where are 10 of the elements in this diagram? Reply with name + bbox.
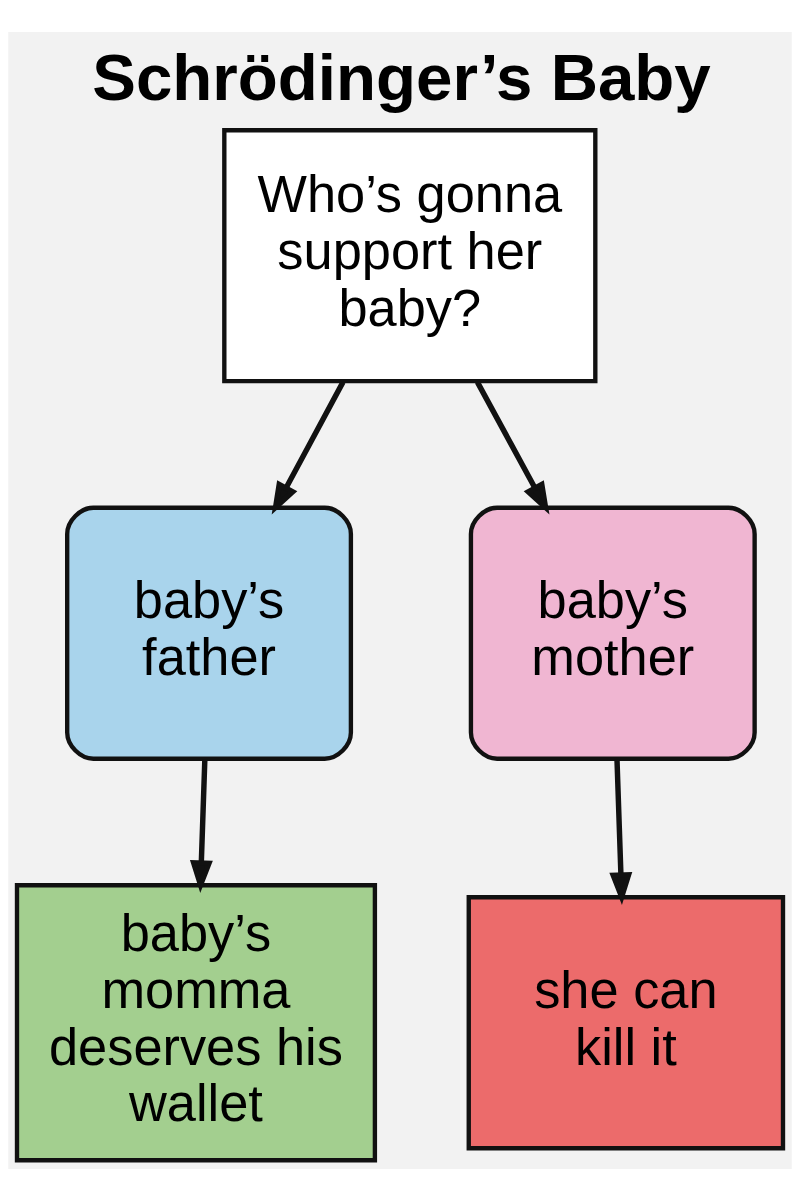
node-box: baby’s father [65,505,354,761]
node-box: she can kill it [466,894,786,1150]
arrow [475,380,550,515]
node-box: baby’s mother [468,505,757,761]
node-box: baby’s momma deserves his wallet [14,882,378,1162]
diagram-title: Schrödinger’s Baby [92,40,711,114]
arrow [189,758,213,893]
node-box: Who’s gonna support her baby? [222,127,598,383]
arrow [271,380,346,515]
arrow [609,758,633,905]
